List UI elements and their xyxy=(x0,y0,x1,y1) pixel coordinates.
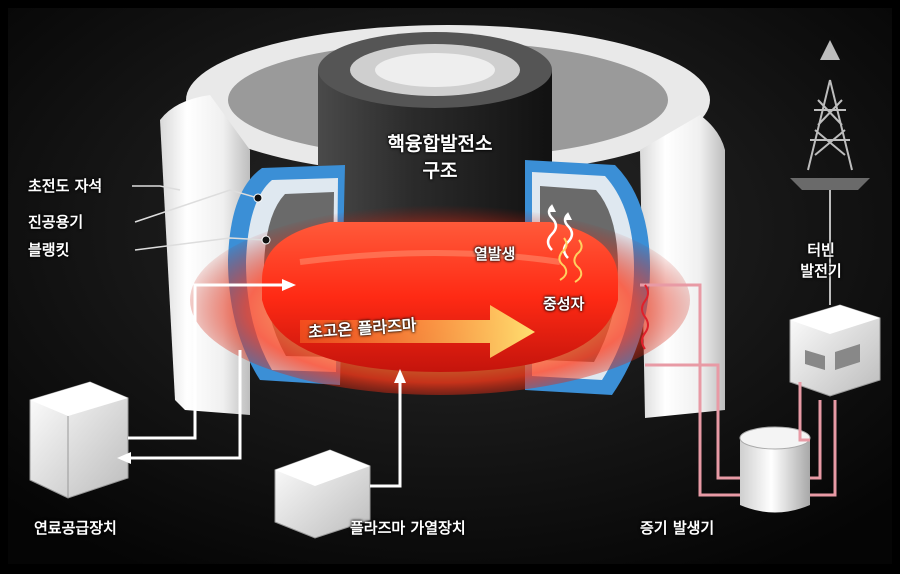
diagram-title: 핵융합발전소 구조 xyxy=(365,131,515,185)
transmission-tower-top xyxy=(820,40,840,60)
title-line-2: 구조 xyxy=(422,160,458,182)
plasma-heating-box-top xyxy=(275,450,370,486)
fuel-feed-arrowhead xyxy=(282,279,296,291)
transmission-tower-base xyxy=(790,178,870,190)
title-line-1: 핵융합발전소 xyxy=(387,133,493,155)
transmission-tower xyxy=(807,79,853,171)
fuel-feed-line xyxy=(128,283,285,440)
fuel-return-arrowhead xyxy=(117,452,131,464)
neutron-path-1 xyxy=(558,237,568,281)
label-neutron: 중성자 xyxy=(543,295,585,313)
steam-pipe-inner xyxy=(645,363,822,480)
leader-line-vessel xyxy=(134,189,259,223)
label-heat-generation: 열발생 xyxy=(474,245,516,263)
turbine-blade-right xyxy=(835,344,860,370)
central-solenoid-core-highlight xyxy=(375,53,495,87)
heating-feed-arrowhead xyxy=(394,369,406,383)
heat-exchanger-coil xyxy=(641,284,649,350)
plasma-highlight xyxy=(299,250,561,265)
label-superconducting-magnet: 초전도 자석 xyxy=(28,177,103,195)
turbine-label-line-1: 터빈 xyxy=(807,241,835,259)
label-plasma-heating: 플라즈마 가열장치 xyxy=(350,519,466,537)
steam-pipe-outer xyxy=(640,283,837,497)
label-vacuum-vessel: 진공용기 xyxy=(28,213,84,231)
heating-feed-line xyxy=(370,380,402,488)
label-fuel-supply: 연료공급장치 xyxy=(34,519,117,537)
neutron-path-2 xyxy=(573,239,583,283)
turbine-steam-pipe xyxy=(798,382,810,442)
leader-line-magnet xyxy=(132,185,181,191)
plasma-flow-arrow xyxy=(300,305,535,358)
turbine-generator-top xyxy=(790,305,880,334)
fuel-return-line xyxy=(128,350,242,460)
turbine-label-line-2: 발전기 xyxy=(800,262,842,280)
leader-dot-blanket xyxy=(261,235,271,245)
label-turbine-generator: 터빈 발전기 xyxy=(786,240,856,282)
turbine-blade-left xyxy=(805,350,825,370)
leader-dot-vessel xyxy=(253,193,263,203)
heat-arrowhead-2 xyxy=(564,212,572,220)
steam-generator-tank xyxy=(740,438,810,513)
heat-arrowhead-1 xyxy=(548,204,556,212)
label-steam-generator: 증기 발생기 xyxy=(640,519,715,537)
steam-generator-top xyxy=(739,426,811,450)
leader-line-blanket xyxy=(134,237,267,251)
fuel-supply-box-top xyxy=(30,382,128,416)
label-blanket: 블랭킷 xyxy=(28,241,70,259)
